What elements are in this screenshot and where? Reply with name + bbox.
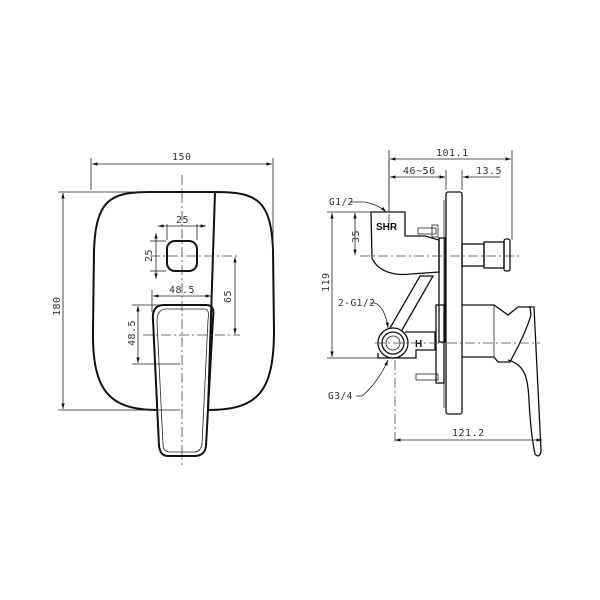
- cover-plate-outline: [91, 190, 276, 412]
- side-view: SHR H 101.1 46~56: [321, 148, 542, 457]
- label-shower-outlet: G1/2: [329, 197, 354, 208]
- dim-diverter-height: 25: [144, 249, 155, 262]
- lever-handle: [151, 304, 215, 457]
- brand-mark: SHR: [376, 222, 398, 233]
- dim-diverter-width: 25: [176, 215, 189, 226]
- front-view: 150 180 25 25 65 48.5 48.5: [52, 152, 276, 465]
- label-inlets: 2-G1/2: [338, 298, 375, 309]
- dim-vertical-distance: 119: [321, 272, 332, 292]
- dim-lever-width: 48.5: [169, 285, 195, 296]
- label-bottom-outlet: G3/4: [328, 391, 353, 402]
- dim-center-distance: 65: [223, 290, 234, 303]
- dim-lever-projection: 121.2: [452, 428, 485, 439]
- dim-wall-depth: 46~56: [403, 166, 436, 177]
- dim-plate-to-face: 13.5: [476, 166, 502, 177]
- dim-plate-height: 180: [52, 296, 63, 316]
- dim-outlet-height: 35: [351, 230, 362, 243]
- wall-plate: [445, 191, 463, 415]
- dim-overall-depth: 101.1: [436, 148, 469, 159]
- shower-outlet-block: [370, 211, 440, 276]
- dim-plate-width: 150: [172, 152, 192, 163]
- hot-mark: H: [415, 339, 422, 350]
- lever-side-profile: [462, 304, 532, 363]
- dim-lever-offset: 48.5: [127, 320, 138, 346]
